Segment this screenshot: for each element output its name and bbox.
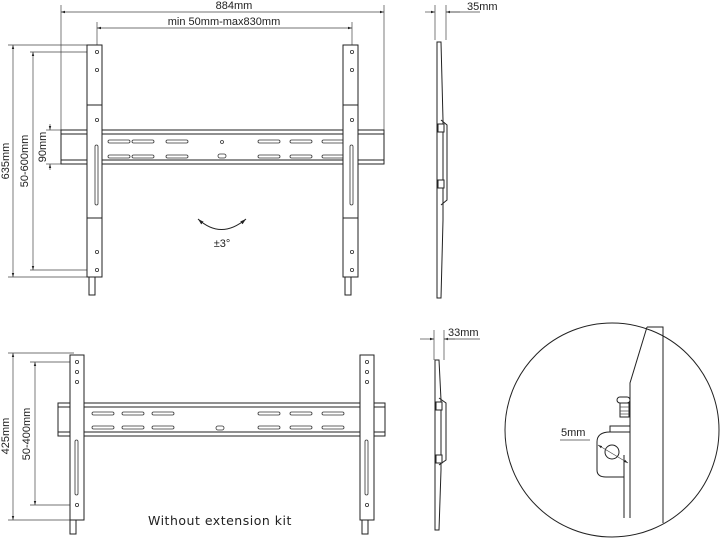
dimension-overall-height: 635mm xyxy=(0,44,87,278)
dimension-vesa-horizontal: min 50mm-max830mm xyxy=(96,16,353,48)
dimension-vesa-vertical: 50-600mm xyxy=(19,51,97,271)
right-vertical-arm-short xyxy=(359,354,375,535)
dimension-overall-height-short: 425mm xyxy=(0,352,74,521)
short-height-label: 425mm xyxy=(0,418,12,455)
dimension-vesa-vertical-short: 50-400mm xyxy=(21,361,77,506)
front-view-without-extension: 425mm 50-400mm xyxy=(0,352,386,535)
overall-height-label: 635mm xyxy=(0,143,12,180)
side-view-with-extension: 35mm xyxy=(425,1,498,299)
dimension-rail-height: 90mm xyxy=(37,124,61,170)
short-vesa-label: 50-400mm xyxy=(21,408,33,461)
vesa-vertical-label: 50-600mm xyxy=(19,135,31,188)
rail-height-label: 90mm xyxy=(37,132,49,163)
left-vertical-arm xyxy=(86,44,103,296)
vesa-horizontal-label: min 50mm-max830mm xyxy=(168,16,280,28)
detail-view-circle: 5mm xyxy=(504,322,720,538)
side-depth-label: 35mm xyxy=(467,1,498,13)
side-depth-label-short: 33mm xyxy=(448,327,479,339)
dimension-overall-width: 884mm xyxy=(60,0,385,130)
tilt-label: ±3° xyxy=(214,238,231,250)
caption: Without extension kit xyxy=(148,513,292,528)
tilt-indicator: ±3° xyxy=(197,218,247,250)
wall-rail-short xyxy=(57,402,386,437)
left-vertical-arm-short xyxy=(69,354,85,535)
side-view-without-extension: 33mm xyxy=(420,327,480,531)
front-view-with-extension: 884mm min 50mm-max830mm 635mm 50-600mm 9… xyxy=(0,0,385,296)
screw-size-label: 5mm xyxy=(561,427,585,439)
wall-rail xyxy=(60,129,385,165)
right-vertical-arm xyxy=(342,44,359,296)
overall-width-label: 884mm xyxy=(216,0,253,12)
